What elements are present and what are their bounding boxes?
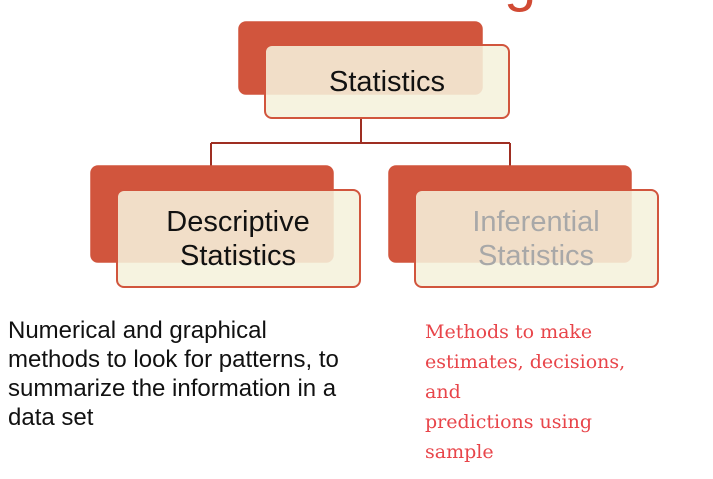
node-descriptive-card	[116, 189, 361, 288]
node-inferential-statistics[interactable]: Inferential Statistics	[388, 165, 659, 288]
node-descriptive-statistics[interactable]: Descriptive Statistics	[90, 165, 361, 288]
node-statistics-card	[264, 44, 510, 119]
title-fragment: g	[504, 0, 536, 10]
inferential-description-line: predictions using	[425, 411, 593, 433]
connectors	[210, 118, 511, 168]
node-inferential-label-line-2: Statistics	[478, 240, 594, 272]
node-statistics[interactable]: Statistics	[238, 21, 510, 119]
node-inferential-card	[414, 189, 659, 288]
inferential-description-line: sample	[425, 441, 494, 463]
node-inferential-label-line-1: Inferential	[472, 206, 599, 238]
inferential-statistics-description: Methods to make estimates, decisions, an…	[425, 317, 705, 467]
descriptive-statistics-description: Numerical and graphical methods to look …	[8, 317, 339, 431]
node-descriptive-label-line-2: Statistics	[180, 240, 296, 272]
node-statistics-label: Statistics	[329, 66, 445, 98]
inferential-description-line: Methods to make	[425, 321, 593, 343]
inferential-description-line: estimates, decisions,	[425, 351, 626, 373]
inferential-description-line: and	[425, 381, 461, 403]
node-descriptive-label-line-1: Descriptive	[166, 206, 309, 238]
